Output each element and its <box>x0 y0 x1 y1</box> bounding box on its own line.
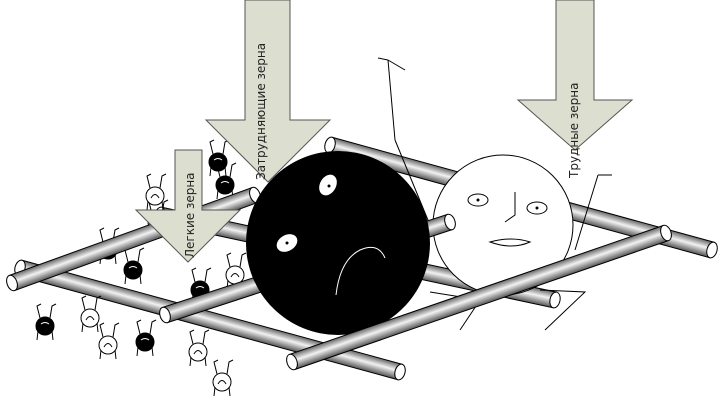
light-grain-critter <box>225 252 247 290</box>
label-easy-grains: Легкие зерна <box>183 172 197 258</box>
dark-grain-critter <box>123 247 145 285</box>
hindering-grain-ball <box>246 151 430 335</box>
label-hard-grains: Трудные зерна <box>567 83 581 179</box>
rod <box>286 224 672 371</box>
light-grain-critter <box>212 359 234 397</box>
light-grain-critter <box>188 329 210 367</box>
dark-grain-critter <box>35 303 57 341</box>
arrow-hindering-grains: Затрудняющие зерна <box>204 0 332 183</box>
arrow-hard-grains: Трудные зерна <box>516 0 634 179</box>
hard-grain-face <box>377 57 612 331</box>
light-grain-critter <box>80 295 102 333</box>
dark-grain-critter <box>208 139 230 177</box>
sieve-rod-front-right <box>286 224 672 371</box>
light-grain-critter <box>145 173 167 211</box>
label-hindering-grains: Затрудняющие зерна <box>254 43 268 180</box>
light-grain-critter <box>98 322 120 360</box>
arrow-easy-grains: Легкие зерна <box>134 149 242 263</box>
dark-grain-critter <box>135 319 157 357</box>
